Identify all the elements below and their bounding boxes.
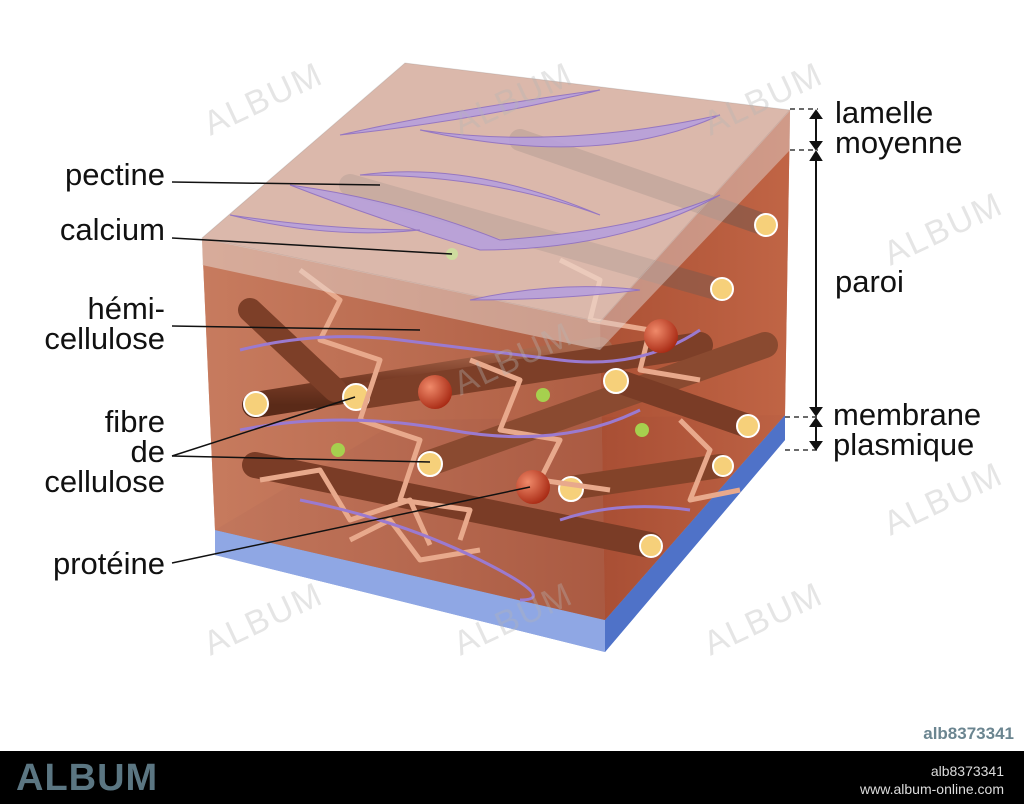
label-line: fibre (104, 404, 165, 439)
label-line: de (130, 434, 165, 469)
label-line: plasmique (833, 427, 975, 462)
footer-image-id: alb8373341 (930, 763, 1004, 779)
layer-brackets (785, 108, 823, 451)
cell-wall-illustration (171, 62, 823, 652)
label-pectine: pectine (65, 157, 165, 192)
label-calcium: calcium (59, 212, 165, 247)
label-paroi: paroi (835, 264, 904, 299)
middle-lamella (200, 62, 792, 350)
label-line: cellulose (44, 464, 165, 499)
footer-bar: ALBUM alb8373341 www.album-online.com (0, 751, 1024, 804)
label-line: hémi- (87, 291, 165, 326)
label-line: moyenne (835, 125, 963, 160)
pectin-strands-low (239, 328, 701, 602)
label-line: lamelle (835, 95, 934, 130)
label-line: membrane (833, 397, 982, 432)
label-line: cellulose (44, 321, 165, 356)
leader-lines (171, 181, 531, 564)
fibre-cross-sections (243, 213, 778, 558)
proteins (418, 319, 678, 504)
label-hemicellulose: hémi-cellulose (20, 291, 165, 356)
album-logo: ALBUM (16, 757, 159, 799)
pectin-strands (229, 89, 721, 301)
image-id: alb8373341 (923, 724, 1014, 743)
footer-url-link[interactable]: www.album-online.com (860, 781, 1004, 797)
label-proteine: protéine (52, 546, 165, 581)
